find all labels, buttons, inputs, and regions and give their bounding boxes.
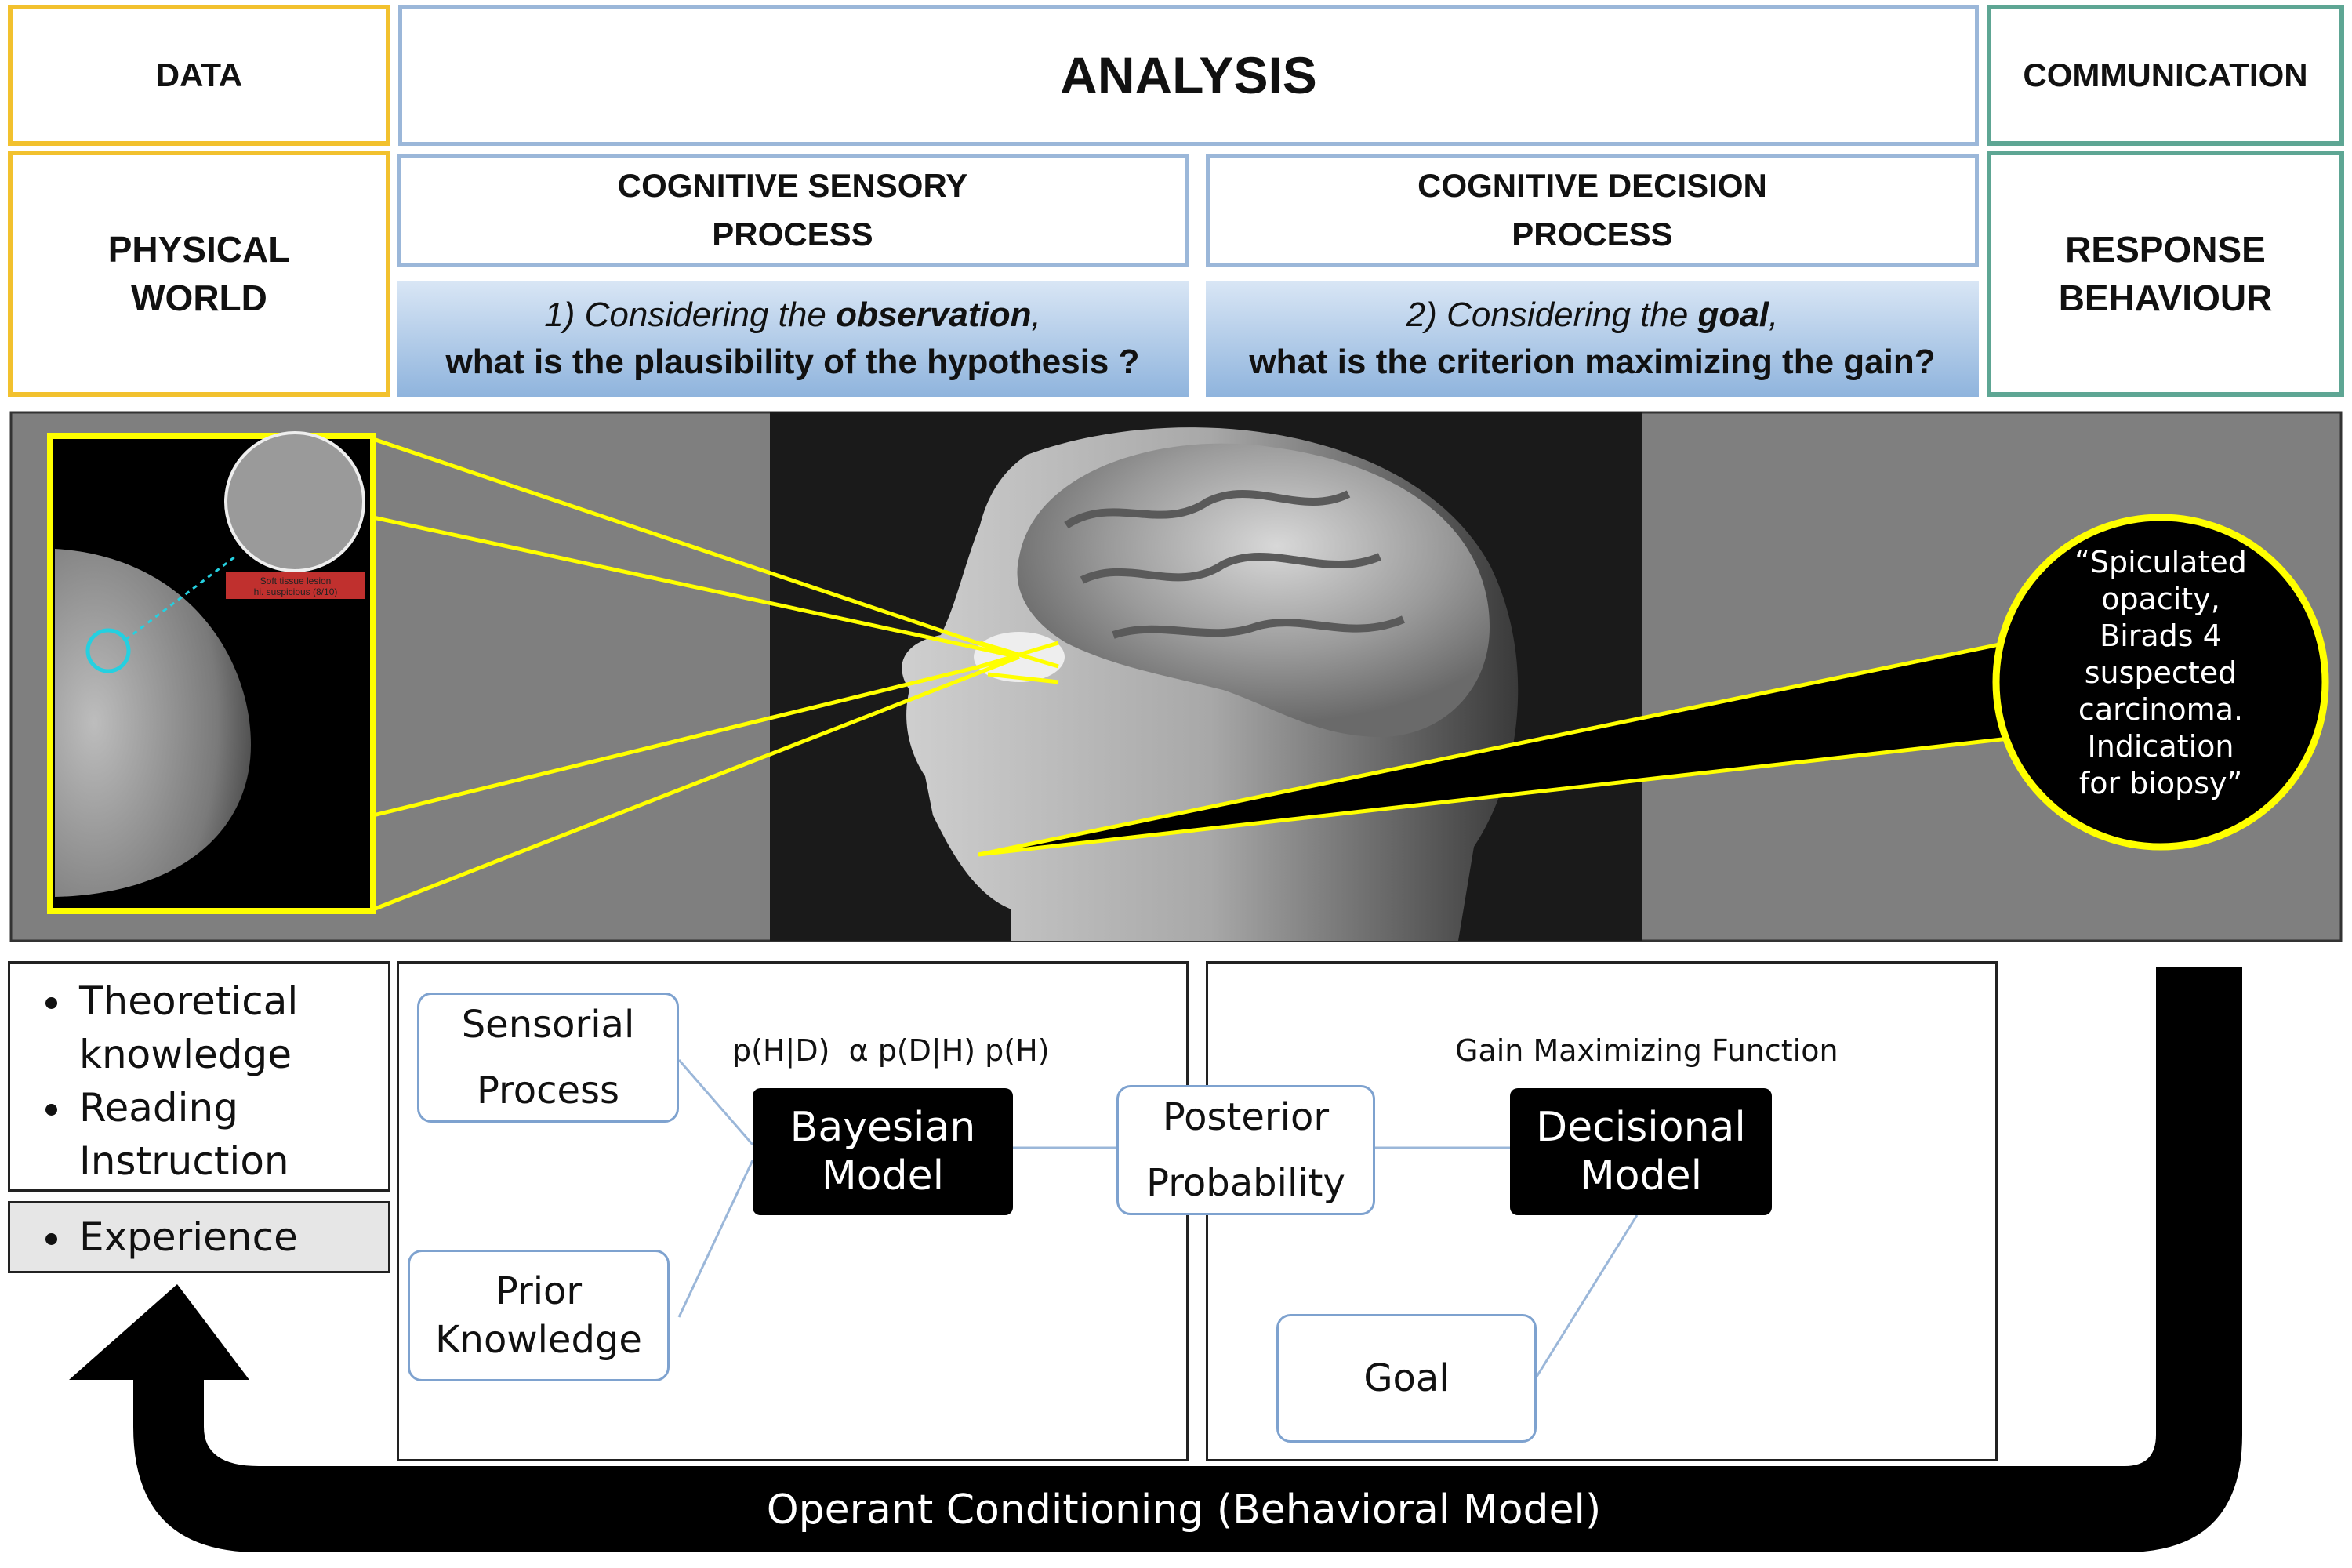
communication-header-label: COMMUNICATION	[2023, 56, 2308, 93]
speech-line2: opacity,	[2101, 582, 2220, 616]
speech-line1: “Spiculated	[2074, 545, 2247, 579]
brain-folds	[1064, 490, 1405, 639]
feedback-loop-path	[69, 967, 2242, 1552]
decision-question: 2) Considering the goal, what is the cri…	[1206, 281, 1979, 397]
radiologist-illustration: Soft tissue lesion hi. suspicious (8/10)…	[9, 411, 2343, 942]
lesion-label-line2: hi. suspicious (8/10)	[254, 586, 338, 597]
training-list: Theoretical knowledge Reading Instructio…	[10, 975, 388, 1188]
cognitive-sensory-header: COGNITIVE SENSORY PROCESS	[397, 154, 1189, 267]
cognitive-sensory-line2: PROCESS	[712, 216, 873, 252]
response-line2: BEHAVIOUR	[2058, 278, 2273, 318]
posterior-probability-node: Posterior Probability	[1116, 1085, 1375, 1215]
magnified-lesion	[224, 431, 365, 572]
lesion-label-box	[226, 572, 365, 599]
experience-item: Experience	[74, 1210, 298, 1264]
decisional-model-node: Decisional Model	[1510, 1088, 1772, 1215]
cognitive-decision-header: COGNITIVE DECISION PROCESS	[1206, 154, 1979, 267]
decision-question-line1: 2) Considering the goal,	[1406, 296, 1779, 334]
speech-line4: suspected	[2085, 655, 2237, 690]
cognitive-sensory-line1: COGNITIVE SENSORY	[617, 167, 968, 204]
data-header: DATA	[8, 5, 390, 146]
speech-line5: carcinoma.	[2078, 692, 2243, 727]
lesion-label-line1: Soft tissue lesion	[260, 575, 332, 586]
cognitive-decision-line2: PROCESS	[1512, 216, 1673, 252]
operant-conditioning-label: Operant Conditioning (Behavioral Model)	[766, 1486, 1602, 1534]
lesion-marker	[85, 628, 131, 673]
training-item-theoretical: Theoretical knowledge	[74, 975, 388, 1081]
physical-world-line2: WORLD	[131, 278, 267, 318]
physical-world-line1: PHYSICAL	[107, 229, 291, 270]
sensory-question-line2: what is the plausibility of the hypothes…	[445, 343, 1140, 381]
communication-header: COMMUNICATION	[1987, 5, 2344, 146]
speech-bubble	[1992, 514, 2329, 851]
response-behaviour-box: RESPONSE BEHAVIOUR	[1987, 151, 2344, 397]
lesion-connector	[125, 555, 236, 641]
physical-world-box: PHYSICAL WORLD	[8, 151, 390, 397]
bayesian-model-node: Bayesian Model	[753, 1088, 1013, 1215]
goal-node: Goal	[1276, 1314, 1537, 1443]
bayes-formula: p(H|D) α p(D|H) p(H)	[732, 1033, 1050, 1068]
sensorial-process-node: Sensorial Process	[417, 993, 679, 1123]
training-item-reading: Reading Instruction	[74, 1081, 388, 1188]
sensory-question-line1: 1) Considering the observation,	[544, 296, 1041, 334]
analysis-header: ANALYSIS	[398, 5, 1979, 146]
analysis-header-label: ANALYSIS	[1060, 46, 1317, 104]
speech-line3: Birads 4	[2100, 619, 2222, 653]
experience-list: Experience	[10, 1210, 298, 1264]
response-line1: RESPONSE	[2065, 229, 2266, 270]
gain-function-label: Gain Maximizing Function	[1455, 1033, 1838, 1068]
speech-line7: for biopsy”	[2079, 766, 2242, 800]
data-header-label: DATA	[155, 56, 243, 93]
speech-line6: Indication	[2088, 729, 2234, 764]
sight-lines	[372, 437, 1059, 912]
decision-question-line2: what is the criterion maximizing the gai…	[1249, 343, 1936, 381]
breast-shape	[55, 549, 251, 897]
training-box: Theoretical knowledge Reading Instructio…	[8, 961, 390, 1192]
prior-knowledge-node: Prior Knowledge	[408, 1250, 670, 1381]
experience-box: Experience	[8, 1201, 390, 1273]
sensory-question: 1) Considering the observation, what is …	[397, 281, 1189, 397]
cognitive-decision-line1: COGNITIVE DECISION	[1417, 167, 1767, 204]
